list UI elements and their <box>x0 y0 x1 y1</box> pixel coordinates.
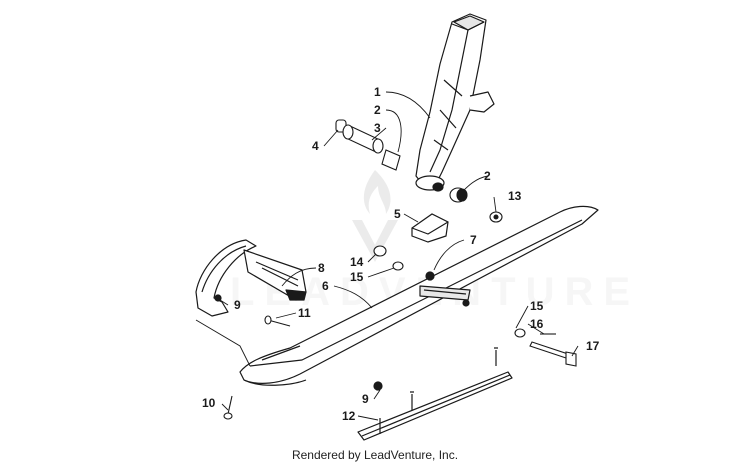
callout-label: 7 <box>470 233 477 247</box>
callout-label: 14 <box>350 255 364 269</box>
spindle-part <box>415 13 495 192</box>
callout-label: 13 <box>508 189 522 203</box>
bolt-part-17 <box>529 333 577 367</box>
ski-loop-handle-part <box>195 239 307 317</box>
leader-lines <box>195 91 579 421</box>
ski-body-part <box>239 205 599 391</box>
nut-washer-parts <box>373 211 526 338</box>
callout-labels: 1 2 3 4 2 13 5 7 14 15 8 6 9 11 15 16 17… <box>202 85 600 423</box>
bolt-part-11 <box>264 315 291 327</box>
bolt-part-10 <box>223 395 233 420</box>
callout-label: 17 <box>586 339 600 353</box>
callout-label: 10 <box>202 396 216 410</box>
callout-label: 15 <box>530 299 544 313</box>
render-credit-footer: Rendered by LeadVenture, Inc. <box>291 448 459 462</box>
watermark-v-icon <box>352 220 398 262</box>
carbide-runner-part <box>357 347 513 441</box>
callout-label: 2 <box>374 103 381 117</box>
callout-label: 12 <box>342 409 356 423</box>
callout-label: 1 <box>374 85 381 99</box>
callout-label: 8 <box>318 261 325 275</box>
wear-pad-part <box>411 213 449 243</box>
callout-label: 11 <box>298 306 311 320</box>
callout-label: 5 <box>394 207 401 221</box>
callout-label: 9 <box>362 392 369 406</box>
callout-label: 16 <box>530 317 544 331</box>
callout-label: 2 <box>484 169 491 183</box>
callout-label: 6 <box>322 279 329 293</box>
callout-label: 15 <box>350 270 364 284</box>
watermark-flame-icon <box>363 170 391 214</box>
bushing-spacer-parts <box>335 119 468 203</box>
callout-label: 3 <box>374 121 381 135</box>
callout-label: 4 <box>312 139 319 153</box>
callout-label: 9 <box>234 298 241 312</box>
